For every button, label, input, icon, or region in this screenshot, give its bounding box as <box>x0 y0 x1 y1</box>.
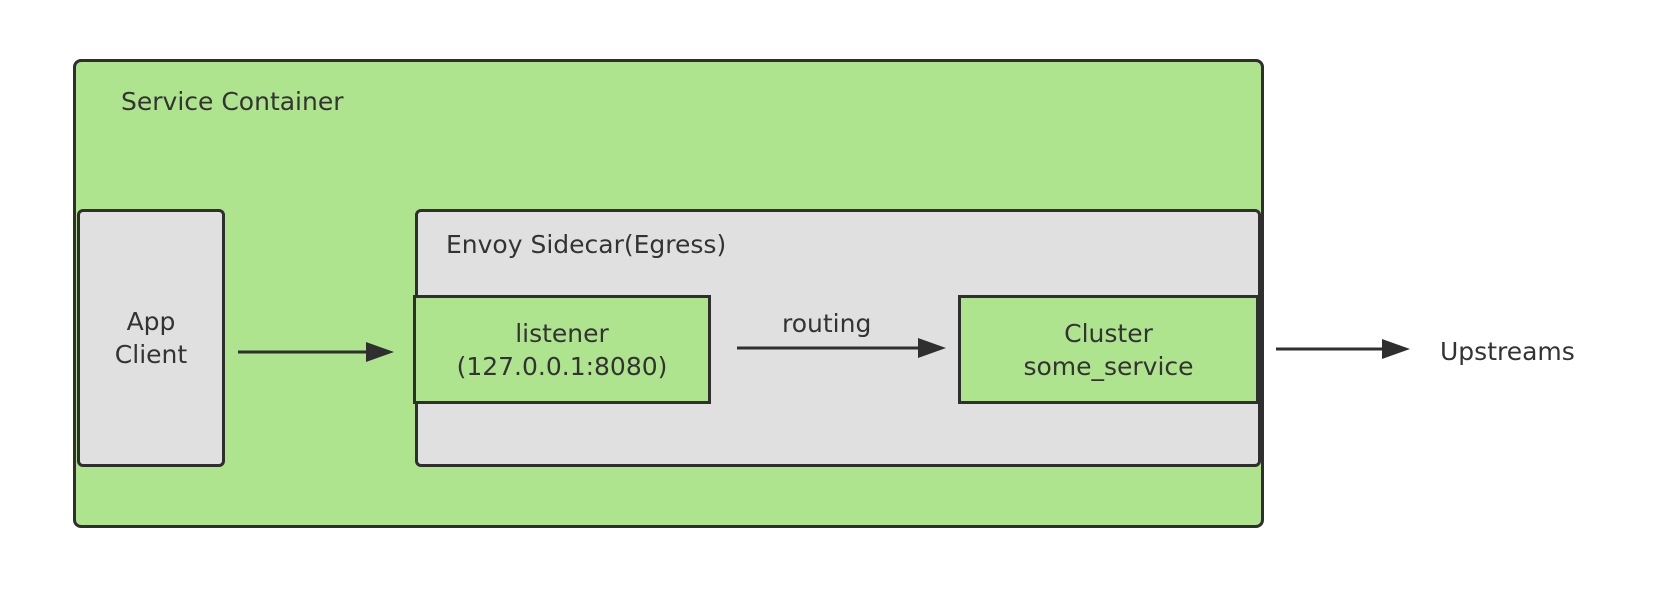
cluster-label: Cluster some_service <box>958 295 1259 404</box>
cluster-line1: Cluster <box>1064 318 1153 348</box>
service-container-title: Service Container <box>121 87 344 116</box>
arrow-cluster-to-upstreams <box>1276 339 1410 359</box>
listener-box <box>413 295 711 404</box>
listener-line2: (127.0.0.1:8080) <box>456 351 668 381</box>
upstreams-label: Upstreams <box>1440 337 1575 366</box>
arrow-client-to-listener <box>238 342 394 362</box>
cluster-box <box>958 295 1259 404</box>
arrow-listener-to-cluster <box>737 338 946 358</box>
app-client-line1: App <box>126 307 176 336</box>
app-client-label: App Client <box>77 209 225 467</box>
app-client-line2: Client <box>114 340 188 369</box>
envoy-sidecar-title: Envoy Sidecar(Egress) <box>446 230 727 259</box>
routing-label: routing <box>782 309 872 338</box>
listener-label: listener (127.0.0.1:8080) <box>413 295 711 404</box>
app-client-box <box>77 209 225 467</box>
listener-line1: listener <box>515 318 609 348</box>
cluster-line2: some_service <box>1023 351 1194 381</box>
